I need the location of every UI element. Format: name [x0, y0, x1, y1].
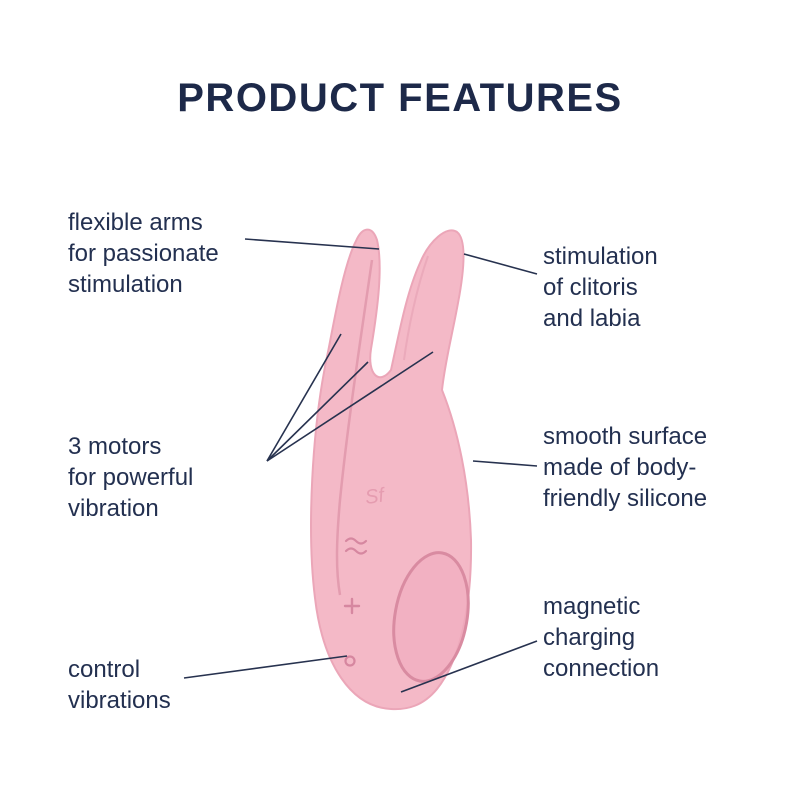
feature-label-smooth-surface: smooth surface made of body- friendly si…: [543, 423, 708, 512]
product-illustration: Sf: [310, 228, 473, 711]
callout-line-magnetic: [400, 640, 538, 693]
right-arm-shading: [403, 255, 429, 361]
feature-label-stimulation: stimulation of clitoris and labia: [543, 243, 658, 332]
handle-loop-outline: [392, 551, 470, 683]
page-title: PRODUCT FEATURES: [177, 76, 623, 120]
callout-lines: [183, 238, 538, 693]
callout-line-motors-3: [266, 351, 434, 462]
feature-label-flexible-arms: flexible arms for passionate stimulation: [68, 209, 219, 298]
callout-line-flexible-arms: [244, 238, 380, 250]
callout-line-motors-1: [266, 333, 342, 462]
feature-label-magnetic-charging: magnetic charging connection: [543, 593, 660, 682]
callout-line-control: [183, 655, 348, 679]
callout-line-motors-2: [266, 361, 369, 462]
callout-line-stimulation: [463, 253, 538, 275]
feature-label-motors: 3 motors for powerful vibration: [68, 433, 194, 522]
front-arm-seam: [335, 259, 374, 596]
callout-line-smooth-surface: [472, 460, 538, 467]
intensity-wave-icon: [344, 537, 368, 555]
feature-label-control-vibrations: control vibrations: [68, 656, 171, 714]
plus-icon: [343, 597, 361, 615]
power-dot-icon: [344, 655, 356, 667]
